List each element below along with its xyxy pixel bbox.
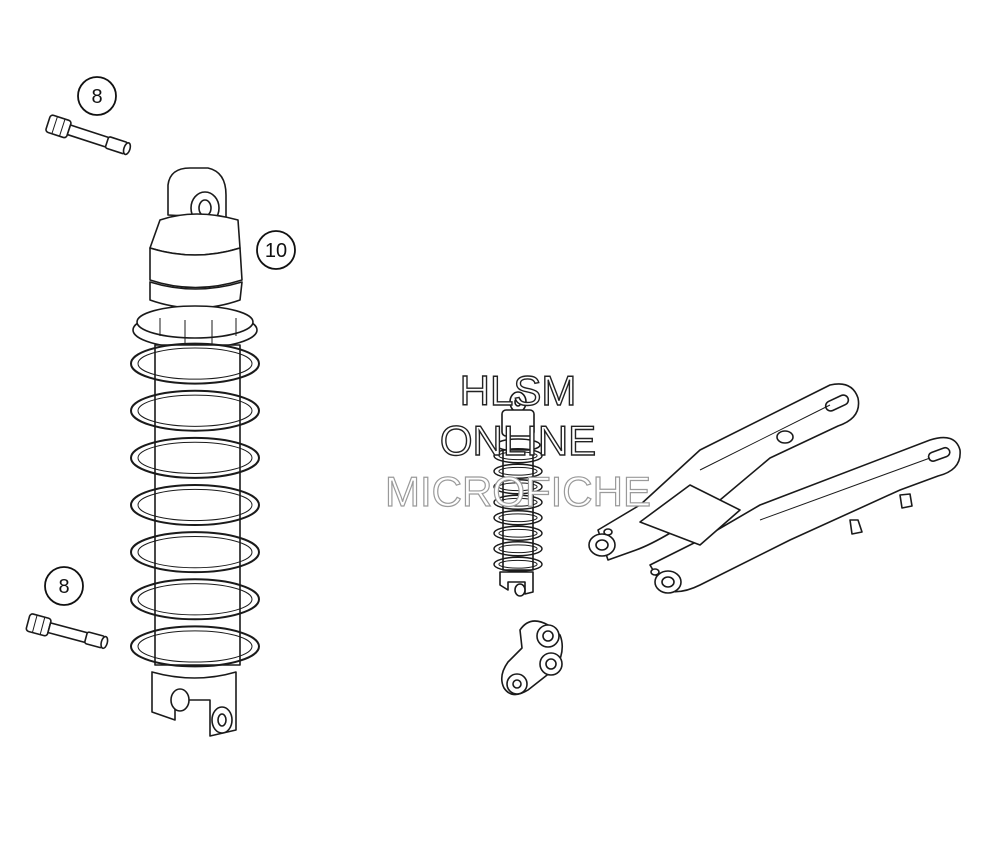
linkage-rocker: [500, 620, 564, 696]
spring-coil-inner: [498, 497, 538, 507]
spring-coil-inner: [137, 583, 253, 616]
spring-coil-inner: [498, 559, 538, 569]
spring-coil: [493, 541, 543, 557]
spring-coil-inner: [137, 441, 253, 474]
spring-coil-inner: [498, 466, 538, 476]
spring-coil-inner: [498, 544, 538, 554]
spring-coil-inner: [498, 513, 538, 523]
spring-coil-inner: [498, 528, 538, 538]
watermark: HLSM ONLINE MICROFICHE: [384, 366, 651, 515]
spring-coil-inner: [137, 536, 253, 569]
spring-coil-inner: [137, 394, 253, 427]
spring-coil-inner: [137, 630, 253, 663]
spring-coil: [493, 510, 543, 526]
callout-8-bottom: 8: [44, 566, 84, 606]
watermark-line-1: HLSM: [460, 367, 577, 414]
spring-coil: [130, 625, 260, 668]
spring-coil-inner: [498, 451, 538, 461]
spring-coil: [130, 531, 260, 574]
spring-coil: [493, 479, 543, 495]
spring-coil: [130, 436, 260, 479]
spring-coil: [493, 494, 543, 510]
spring-coil: [130, 578, 260, 621]
watermark-line-2: ONLINE: [440, 417, 596, 464]
spring-coil: [130, 484, 260, 526]
shock-absorber-large: [130, 167, 260, 737]
shock-absorber-small: [493, 391, 543, 597]
spring-coil: [493, 448, 543, 464]
spring-coil-inner: [498, 482, 538, 492]
spring-coil: [493, 463, 543, 479]
spring-coil-inner: [137, 488, 253, 522]
svg-text:8: 8: [58, 576, 69, 598]
watermark-line-3: MICROFICHE: [385, 468, 651, 515]
spring-coil: [130, 342, 260, 385]
callout-10: 10: [256, 230, 296, 270]
svg-text:10: 10: [265, 240, 287, 262]
swingarm: [588, 383, 961, 594]
svg-text:8: 8: [91, 86, 102, 108]
bolt-top: [45, 114, 132, 156]
spring-coil: [130, 389, 260, 432]
bolt-bottom: [25, 613, 109, 650]
spring-coil-inner: [137, 347, 253, 380]
spring-coil: [493, 525, 543, 541]
callout-8-top: 8: [77, 76, 117, 116]
